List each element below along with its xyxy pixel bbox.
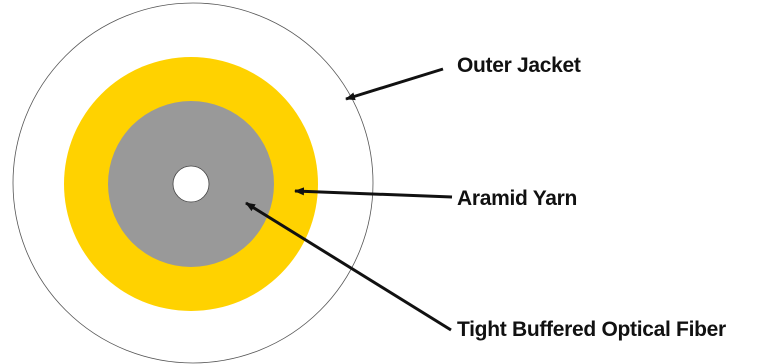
aramid-yarn-arrow (294, 187, 453, 199)
optical-fiber-core (172, 165, 210, 203)
outer-jacket-label: Outer Jacket (457, 54, 581, 77)
tight-buffered-optical-fiber-label: Tight Buffered Optical Fiber (457, 318, 726, 341)
optical-fiber-arrow (245, 201, 452, 332)
aramid-yarn-label: Aramid Yarn (457, 187, 577, 210)
outer-jacket-arrow (345, 67, 444, 101)
